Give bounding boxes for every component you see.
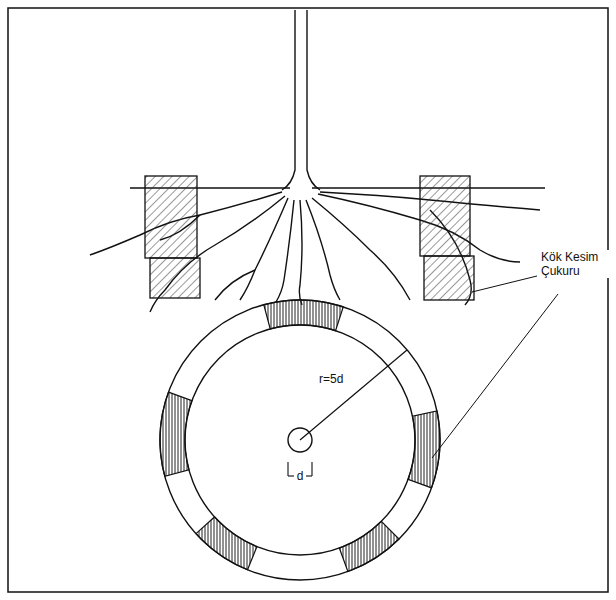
leader-lines [432, 276, 558, 458]
root [240, 198, 288, 300]
root-cutting-segment [160, 392, 192, 476]
dimension-line [306, 475, 312, 476]
dimension-line [288, 475, 294, 476]
leader-line [432, 294, 558, 458]
root-cutting-segment [408, 411, 440, 488]
dimension-label: d [296, 469, 305, 483]
leader-line [472, 276, 537, 292]
tree [90, 10, 545, 312]
dimension-label: r=5d [318, 372, 344, 386]
trunk [307, 10, 320, 190]
ring [160, 300, 440, 580]
dimension-tick [311, 462, 312, 476]
root-cutting-pit [145, 176, 197, 258]
dimension-tick [287, 462, 288, 476]
root [306, 200, 340, 300]
trunk [282, 10, 295, 190]
ring-inner [185, 325, 415, 555]
root-cutting-segment [339, 521, 399, 571]
root-cutting-pit [420, 176, 470, 256]
frame [8, 8, 608, 592]
callout-label: Kök Kesim Çukuru [540, 250, 612, 278]
root-cutting-segment [196, 517, 257, 570]
root-cutting-pit [150, 258, 200, 298]
root [215, 270, 255, 300]
radius-line [300, 350, 407, 440]
root-cutting-segment [264, 300, 343, 331]
ring-outer [160, 300, 440, 580]
root-cutting-pit [424, 256, 474, 300]
root [276, 200, 294, 302]
root [318, 194, 520, 262]
root [299, 200, 302, 305]
